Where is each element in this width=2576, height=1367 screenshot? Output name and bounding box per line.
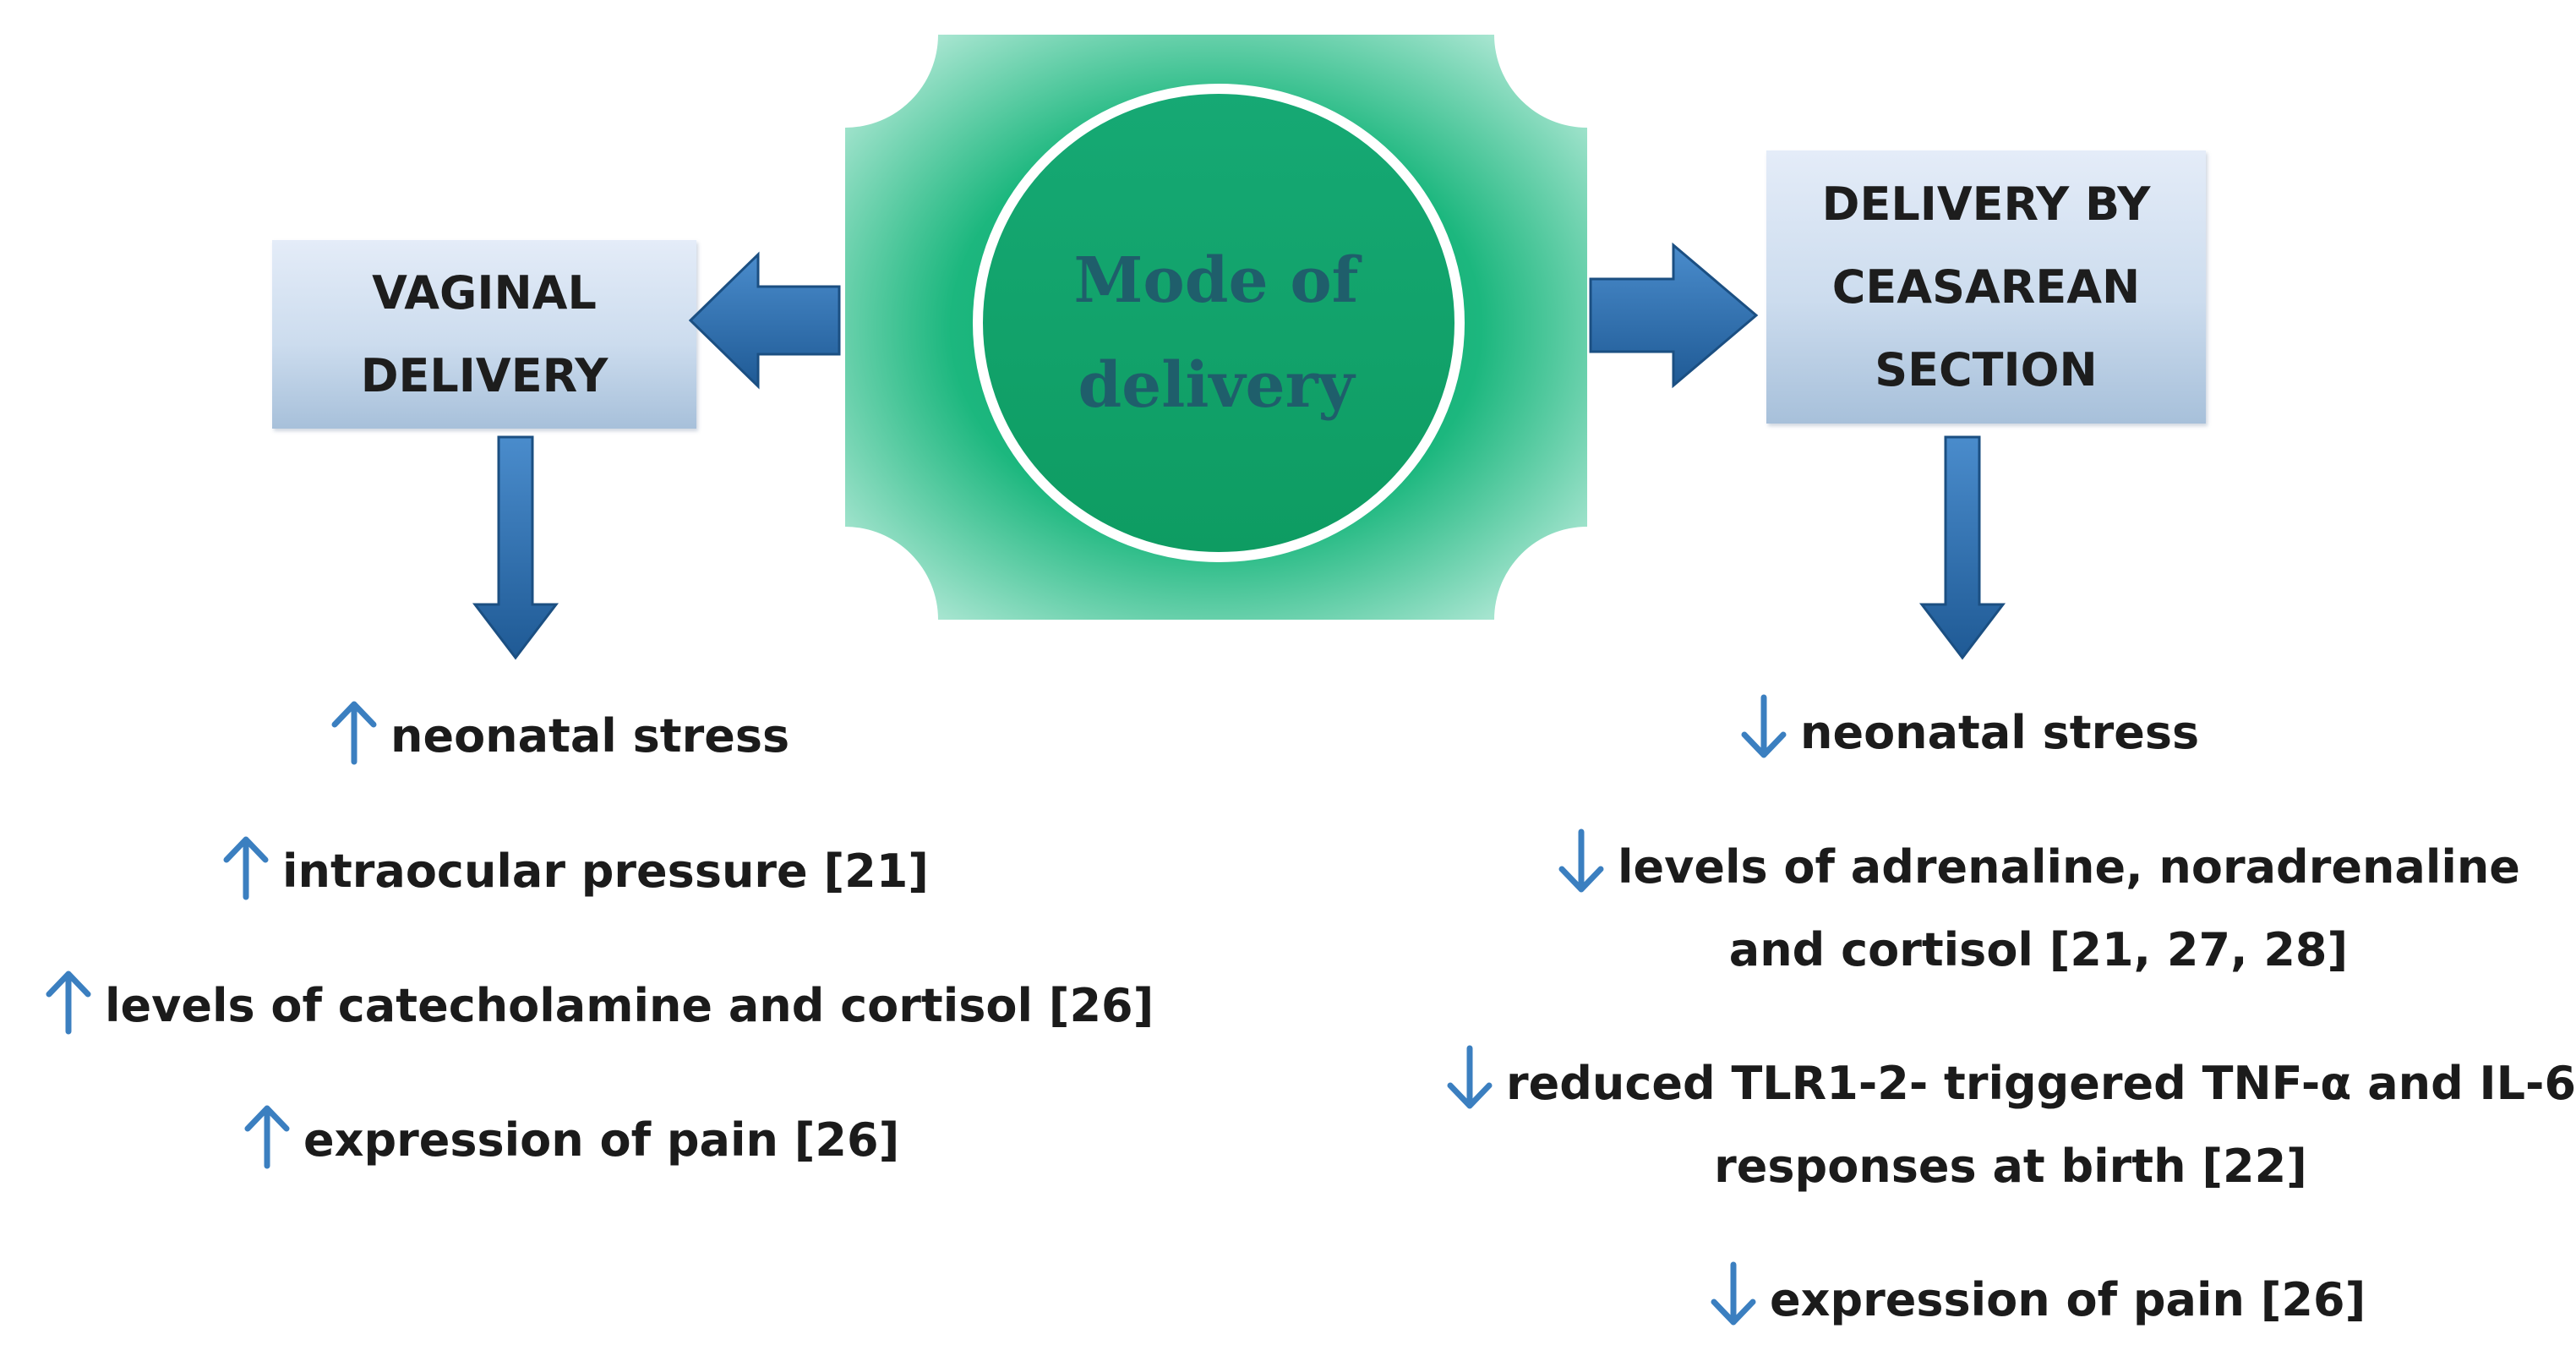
center-mode-box [845, 35, 1587, 620]
center-title: Mode of delivery [845, 228, 1587, 438]
cesarean-effect-item: levels of adrenaline, noradrenaline and … [1557, 826, 2520, 992]
vaginal-effect-item: expression of pain [26] [243, 1099, 899, 1182]
effect-text: reduced TLR1-2- triggered TNF-α and IL-6 [1506, 1057, 2576, 1110]
center-title-line2: delivery [1078, 349, 1355, 422]
arrow-up-icon [243, 1103, 292, 1169]
cesarean-label-line2: CEASAREAN [1831, 260, 2141, 314]
arrow-down-icon [1709, 1261, 1758, 1327]
delivery-mode-diagram: Mode of delivery VAGINAL DELIVERY DELIVE… [44, 35, 2576, 1342]
arrow-down-icon [1739, 694, 1788, 760]
arrow-down-icon [1918, 435, 2006, 660]
effect-text: levels of adrenaline, noradrenaline [1618, 840, 2520, 894]
effect-text-line2: and cortisol [21, 27, 28] [1728, 923, 2349, 976]
arrow-down-icon [472, 435, 559, 660]
arrow-right-icon [1589, 242, 1759, 389]
effect-text-line2: responses at birth [22] [1714, 1140, 2307, 1193]
vaginal-label-line1: VAGINAL [372, 265, 597, 320]
vaginal-label-line2: DELIVERY [360, 348, 609, 402]
arrow-up-icon [44, 969, 93, 1035]
arrow-up-icon [330, 699, 379, 765]
vaginal-effect-item: intraocular pressure [21] [221, 830, 929, 913]
cesarean-effect-item: expression of pain [26] [1709, 1259, 2366, 1342]
effect-text: neonatal stress [390, 709, 790, 763]
cesarean-delivery-box: DELIVERY BY CEASAREAN SECTION [1766, 150, 2206, 424]
effect-text: expression of pain [26] [303, 1113, 900, 1167]
cesarean-effect-item: reduced TLR1-2- triggered TNF-α and IL-6… [1445, 1042, 2576, 1208]
center-title-line1: Mode of [1073, 244, 1359, 317]
arrow-up-icon [221, 834, 270, 900]
vaginal-effect-item: levels of catecholamine and cortisol [26… [44, 965, 1154, 1047]
vaginal-effect-item: neonatal stress [330, 695, 789, 778]
arrow-down-icon [1557, 828, 1606, 894]
cesarean-effect-item: neonatal stress [1739, 692, 2199, 774]
cesarean-label-line1: DELIVERY BY [1821, 177, 2151, 231]
effect-text: intraocular pressure [21] [282, 845, 929, 898]
effect-text: expression of pain [26] [1770, 1273, 2366, 1326]
effect-text: levels of catecholamine and cortisol [26… [105, 979, 1154, 1032]
cesarean-label-line3: SECTION [1875, 342, 2098, 396]
arrow-left-icon [688, 251, 841, 390]
effect-text: neonatal stress [1800, 706, 2200, 759]
arrow-down-icon [1445, 1045, 1494, 1111]
vaginal-delivery-box: VAGINAL DELIVERY [272, 240, 696, 429]
